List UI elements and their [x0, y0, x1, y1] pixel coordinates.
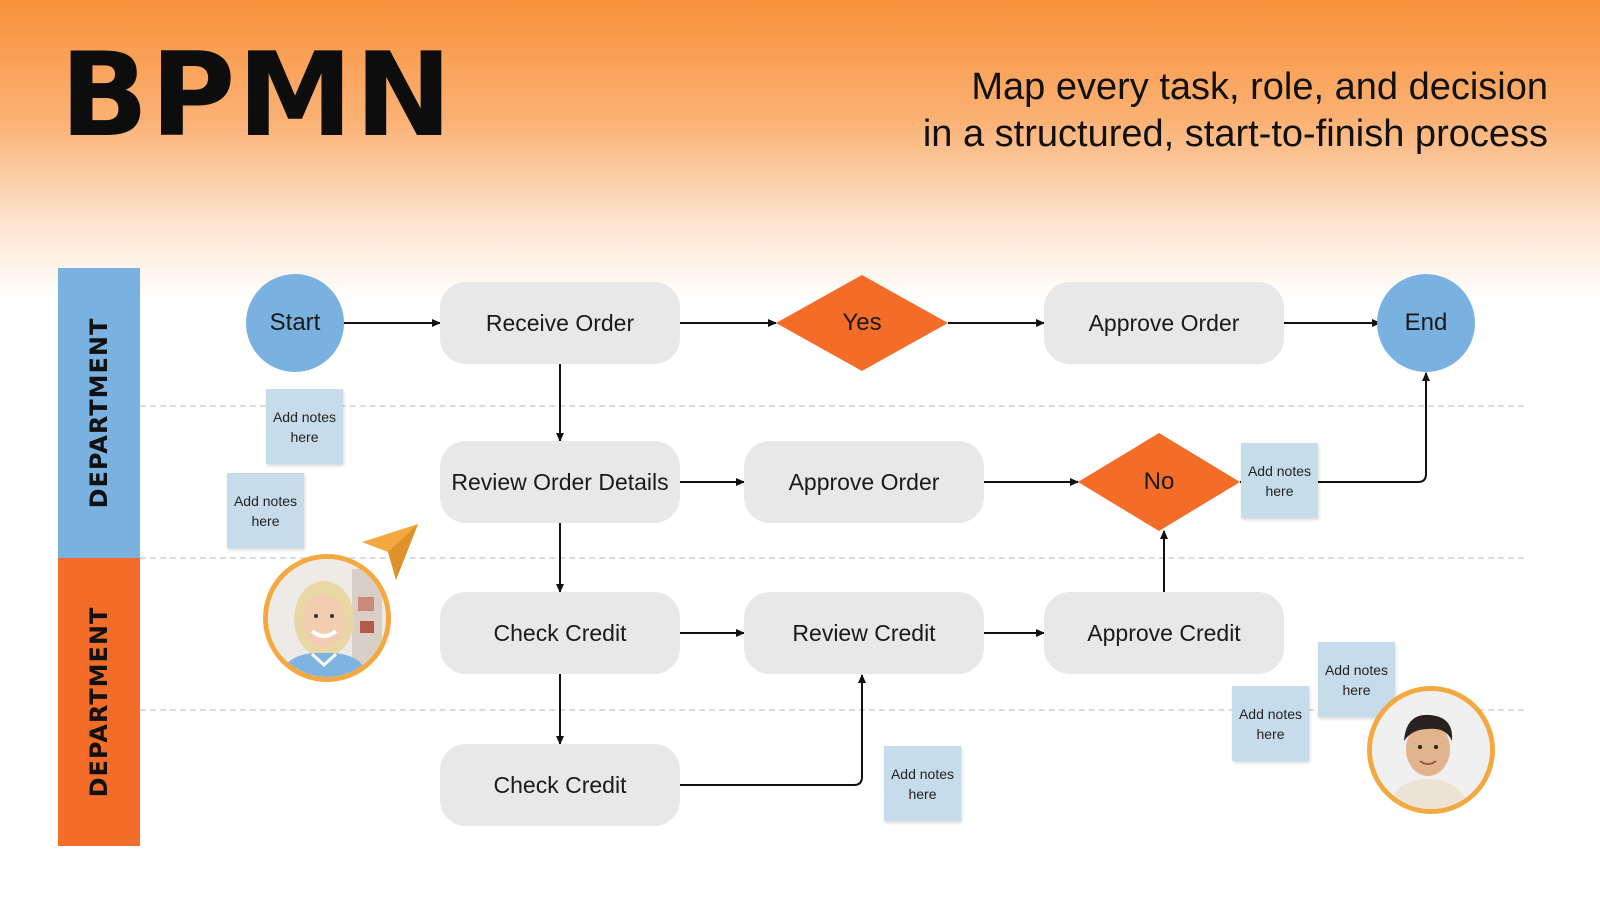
avatar[interactable]: [1367, 686, 1495, 814]
sticky-note[interactable]: Add notes here: [884, 746, 961, 821]
row-divider: [140, 405, 1524, 407]
task-check-credit[interactable]: Check Credit: [440, 592, 680, 674]
start-event[interactable]: Start: [246, 274, 344, 372]
person-avatar-icon: [1372, 691, 1490, 809]
row-divider: [140, 557, 1524, 559]
subtitle-line-1: Map every task, role, and decision: [971, 66, 1548, 108]
task-approve-credit[interactable]: Approve Credit: [1044, 592, 1284, 674]
task-review-order-details[interactable]: Review Order Details: [440, 441, 680, 523]
page-subtitle: Map every task, role, and decision in a …: [923, 64, 1548, 158]
gateway-yes[interactable]: Yes: [776, 275, 948, 371]
sticky-note[interactable]: Add notes here: [1241, 443, 1318, 518]
diamond-shape: [1078, 433, 1240, 531]
task-review-credit[interactable]: Review Credit: [744, 592, 984, 674]
task-approve-order-top[interactable]: Approve Order: [1044, 282, 1284, 364]
swimlane-top: DEPARTMENT: [58, 268, 140, 558]
task-check-credit-bottom[interactable]: Check Credit: [440, 744, 680, 826]
sticky-note[interactable]: Add notes here: [227, 473, 304, 548]
diamond-shape: [776, 275, 948, 371]
sticky-note[interactable]: Add notes here: [1318, 642, 1395, 717]
row-divider: [140, 709, 1524, 711]
subtitle-line-2: in a structured, start-to-finish process: [922, 113, 1548, 155]
task-approve-order-mid[interactable]: Approve Order: [744, 441, 984, 523]
end-event[interactable]: End: [1377, 274, 1475, 372]
flow-no-end: [1240, 372, 1430, 483]
gateway-no[interactable]: No: [1078, 433, 1240, 531]
gateway-yes-label: Yes: [842, 309, 882, 336]
page-title: BPMN: [60, 28, 454, 163]
sticky-note[interactable]: Add notes here: [266, 389, 343, 464]
sticky-note[interactable]: Add notes here: [1232, 686, 1309, 761]
person-avatar-icon: [268, 559, 386, 677]
avatar[interactable]: [263, 554, 391, 682]
collaborator-cursor-icon: [362, 524, 418, 580]
task-receive-order[interactable]: Receive Order: [440, 282, 680, 364]
gateway-no-label: No: [1143, 468, 1175, 495]
swimlane-bottom: DEPARTMENT: [58, 558, 140, 846]
flow-checkbottom-reviewcredit: [680, 674, 866, 786]
